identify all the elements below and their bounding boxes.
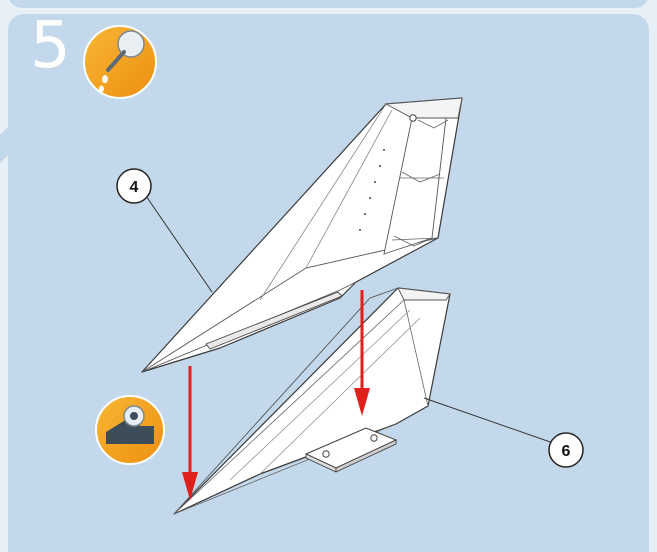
leader-line-4: [146, 196, 212, 292]
leader-line-6: [424, 398, 556, 444]
callout-4-label: 4: [130, 179, 139, 196]
glue-icon: [84, 26, 156, 98]
callout-6: 6: [549, 433, 583, 467]
callout-4: 4: [117, 169, 151, 203]
callout-6-label: 6: [562, 443, 571, 460]
tape-icon: [96, 396, 164, 464]
insert-arrow-left: [182, 366, 198, 500]
